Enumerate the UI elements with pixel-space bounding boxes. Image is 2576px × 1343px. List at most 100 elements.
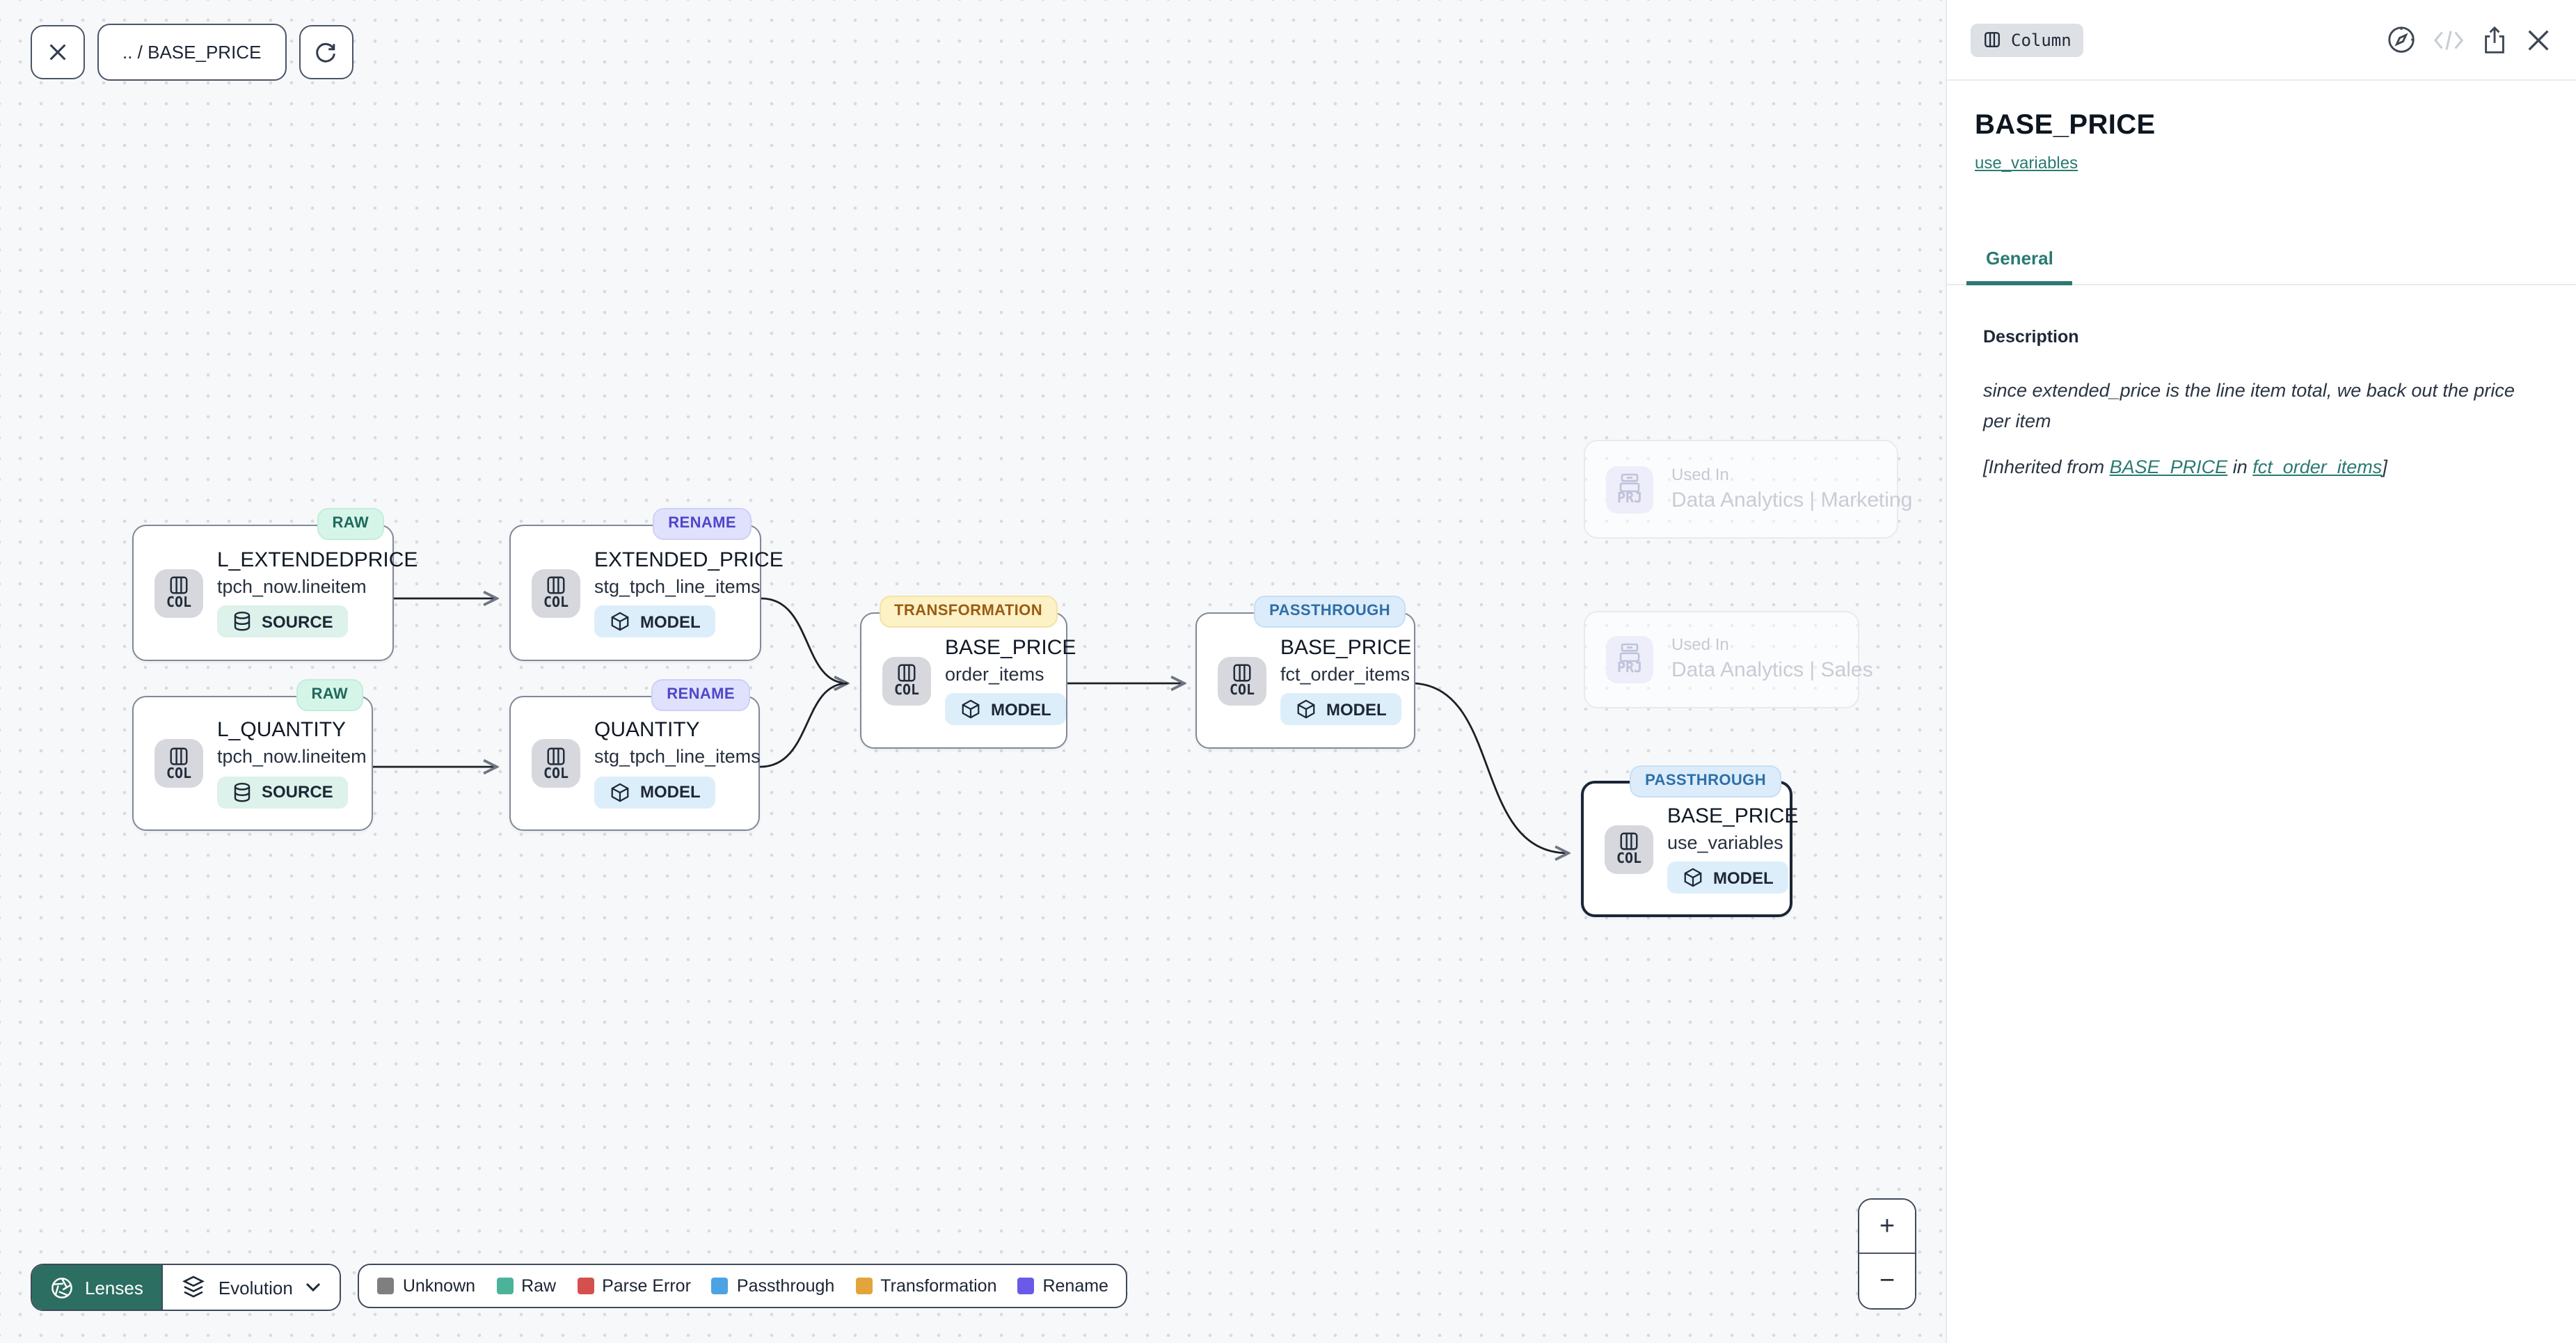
zoom-in-button[interactable]: +	[1859, 1200, 1915, 1254]
refresh-button[interactable]	[299, 25, 353, 79]
lens-badge: PASSTHROUGH	[1630, 765, 1781, 797]
database-icon	[232, 612, 252, 633]
zoom-controls: + −	[1858, 1198, 1916, 1310]
lens-badge: RENAME	[651, 679, 750, 711]
used-in-label: Used In	[1671, 464, 1729, 484]
lens-badge: PASSTHROUGH	[1254, 596, 1406, 628]
node-title: BASE_PRICE	[1280, 635, 1412, 660]
inherited-suffix: ]	[2382, 456, 2387, 478]
lens-badge: RAW	[296, 679, 363, 711]
columns-icon	[546, 575, 566, 596]
node-subtitle: tpch_now.lineitem	[217, 746, 367, 768]
column-type-box: COL	[154, 569, 203, 617]
legend-label: Raw	[521, 1276, 557, 1296]
used-in-card-marketing[interactable]: PRJ Used In Data Analytics | Marketing	[1584, 440, 1912, 539]
description-section: Description since extended_price is the …	[1947, 327, 2576, 477]
col-label: COL	[893, 683, 920, 699]
node-title: L_EXTENDEDPRICE	[217, 548, 418, 572]
panel-header: Column	[1947, 0, 2576, 81]
share-button[interactable]	[2480, 24, 2509, 55]
lens-mode-dropdown[interactable]: Evolution	[161, 1265, 340, 1310]
close-icon	[2525, 26, 2552, 54]
used-in-label: Used In	[1671, 635, 1729, 655]
node-base-price-fct-order-items[interactable]: PASSTHROUGH COL BASE_PRICE fct_order_ite…	[1195, 596, 1415, 749]
columns-icon	[896, 662, 917, 683]
detail-panel: Column	[1946, 0, 2576, 1343]
cube-icon	[960, 699, 981, 720]
kind-pill-model: MODEL	[945, 693, 1067, 726]
layers-icon	[181, 1275, 206, 1300]
cube-icon	[1683, 868, 1703, 889]
legend-swatch-rename	[1017, 1278, 1035, 1294]
lens-mode-label: Evolution	[218, 1277, 293, 1298]
kind-label: MODEL	[640, 782, 701, 802]
legend-item: Parse Error	[577, 1276, 691, 1296]
legend-swatch-parse-error	[577, 1278, 594, 1294]
node-extended-price[interactable]: RENAME COL EXTENDED_PRICE stg_tpch_line_…	[509, 508, 784, 661]
kind-label: SOURCE	[262, 782, 333, 802]
inherited-model-link[interactable]: fct_order_items	[2252, 456, 2383, 478]
kind-pill-model: MODEL	[594, 605, 716, 638]
used-in-name: Data Analytics | Marketing	[1671, 488, 1913, 512]
description-heading: Description	[1983, 327, 2079, 347]
node-base-price-use-variables[interactable]: PASSTHROUGH COL BASE_PRICE use_variables	[1581, 765, 1798, 917]
close-lineage-button[interactable]	[31, 25, 85, 79]
node-quantity[interactable]: RENAME COL QUANTITY stg_tpch_line_items	[509, 679, 761, 831]
node-title: QUANTITY	[594, 718, 700, 742]
project-icon-box: PRJ	[1606, 466, 1653, 513]
inherited-prefix: [Inherited from	[1983, 456, 2110, 478]
legend-item: Rename	[1017, 1276, 1108, 1296]
node-l-quantity[interactable]: RAW COL L_QUANTITY tpch_now.lineitem SOU	[132, 679, 373, 831]
legend-item: Transformation	[855, 1276, 996, 1296]
project-icon-box: PRJ	[1606, 636, 1653, 683]
column-type-box: COL	[154, 739, 203, 788]
model-link[interactable]: use_variables	[1975, 153, 2078, 173]
lens-badge: RAW	[317, 508, 384, 540]
kind-label: SOURCE	[262, 612, 333, 632]
legend: Unknown Raw Parse Error Passthrough Tran…	[358, 1264, 1128, 1308]
refresh-icon	[313, 40, 338, 65]
legend-label: Parse Error	[602, 1276, 691, 1296]
close-panel-button[interactable]	[2525, 26, 2552, 54]
zoom-out-button[interactable]: −	[1859, 1254, 1915, 1308]
kind-pill-model: MODEL	[1667, 861, 1789, 894]
share-icon	[2480, 24, 2509, 55]
node-subtitle: stg_tpch_line_items	[594, 746, 761, 768]
explore-lineage-button[interactable]	[2385, 24, 2417, 56]
node-subtitle: tpch_now.lineitem	[217, 575, 367, 597]
legend-swatch-unknown	[377, 1278, 395, 1294]
column-type-box: COL	[1605, 825, 1653, 873]
columns-icon	[546, 745, 566, 766]
entity-type-chip: Column	[1971, 23, 2084, 56]
column-type-box: COL	[882, 656, 931, 705]
columns-icon	[1983, 31, 2001, 49]
cube-icon	[610, 612, 630, 633]
col-label: COL	[543, 596, 569, 611]
node-subtitle: use_variables	[1667, 832, 1783, 853]
legend-item: Unknown	[377, 1276, 475, 1296]
node-subtitle: order_items	[945, 663, 1044, 685]
kind-label: MODEL	[640, 612, 701, 632]
kind-pill-source: SOURCE	[217, 776, 349, 809]
columns-icon	[1232, 662, 1253, 683]
kind-label: MODEL	[1326, 699, 1387, 720]
code-icon	[2433, 27, 2465, 52]
aperture-icon	[50, 1276, 74, 1299]
kind-label: MODEL	[1713, 868, 1774, 888]
legend-swatch-transformation	[855, 1278, 873, 1294]
node-base-price-order-items[interactable]: TRANSFORMATION COL BASE_PRICE order_item…	[860, 596, 1076, 749]
lenses-button[interactable]: Lenses	[32, 1265, 161, 1310]
used-in-card-sales[interactable]: PRJ Used In Data Analytics | Sales	[1584, 611, 1873, 708]
breadcrumb[interactable]: .. / BASE_PRICE	[97, 24, 287, 81]
cube-icon	[1296, 699, 1317, 720]
node-l-extendedprice[interactable]: RAW COL L_EXTENDEDPRICE tpch_now.lineite…	[132, 508, 418, 661]
lens-badge: TRANSFORMATION	[879, 596, 1058, 628]
panel-tabs: General	[1947, 237, 2576, 285]
tab-general[interactable]: General	[1966, 237, 2073, 285]
view-code-button[interactable]	[2433, 27, 2465, 52]
inherited-column-link[interactable]: BASE_PRICE	[2109, 456, 2228, 478]
chevron-down-icon	[305, 1282, 322, 1293]
col-label: COL	[543, 766, 569, 781]
cube-icon	[610, 782, 630, 803]
